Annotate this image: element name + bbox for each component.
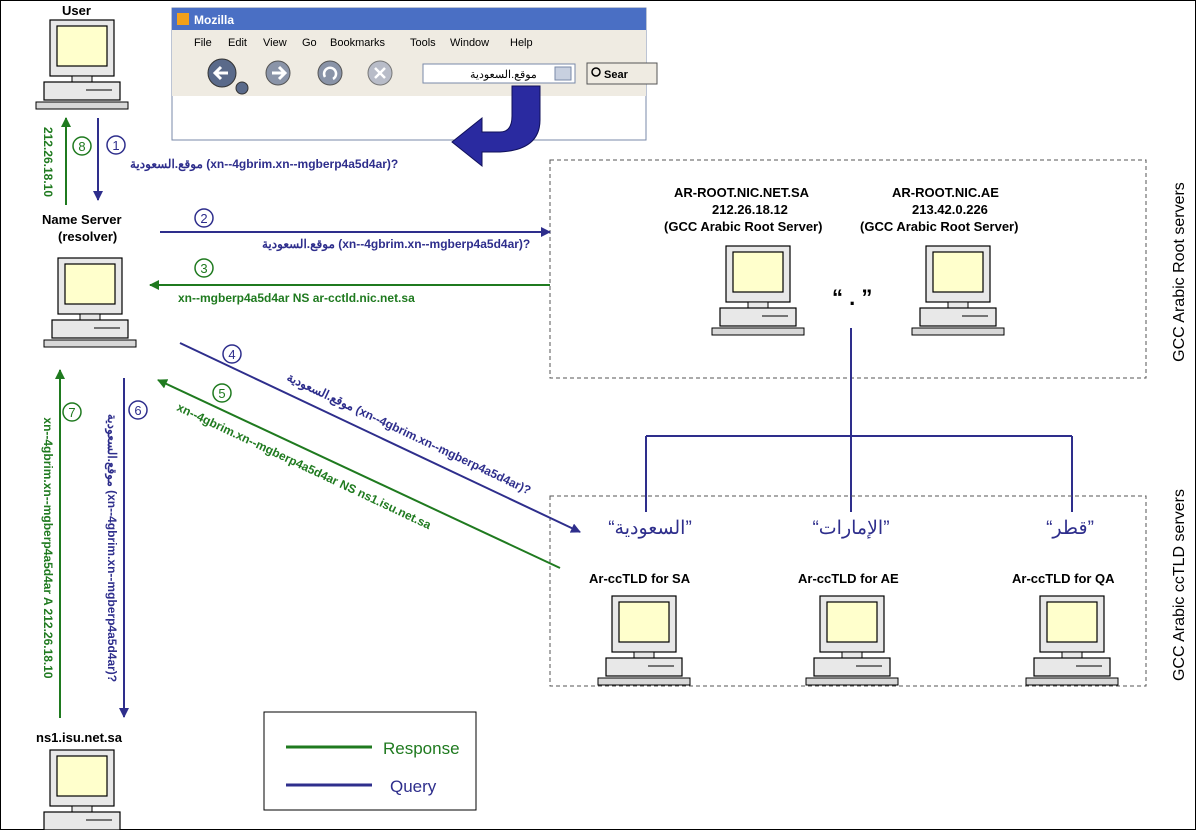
step-1-number: 1 [112,138,119,153]
step-7-number: 7 [68,405,75,420]
step-3-text: xn--mgberp4a5d4ar NS ar-cctld.nic.net.sa [178,291,415,305]
legend-response-label: Response [383,739,460,758]
root-sa-name: AR-ROOT.NIC.NET.SA [674,185,810,200]
step-8-text: 212.26.18.10 [41,127,55,197]
step-8-number: 8 [78,139,85,154]
browser-window: Mozilla File Edit View Go Bookmarks Tool… [171,7,658,141]
root-servers-label: GCC Arabic Root servers [1171,182,1188,362]
user-computer-icon [35,19,129,110]
cctld-servers-label: GCC Arabic ccTLD servers [1171,489,1188,681]
step-5-badge [212,383,232,403]
dns-tree-lines [645,328,1073,512]
address-dropdown-icon[interactable] [554,66,572,81]
root-servers-group [549,159,1147,379]
tld-sa-name: Ar-ccTLD for SA [589,571,691,586]
tld-sa-label: “السعودية” [608,518,692,539]
step-3-badge [194,258,214,278]
step-6-badge [128,400,148,420]
step-4-number: 4 [228,347,235,362]
tld-qa-label: “قطر” [1046,518,1094,539]
address-text: موقع.السعودية [470,69,537,81]
search-icon [591,67,601,77]
menu-item-view[interactable]: View [263,37,287,49]
address-bar[interactable] [422,63,576,84]
root-dot-label: “ . ” [832,285,872,310]
step-5-number: 5 [218,386,225,401]
step-8-badge [72,136,92,156]
cctld-servers-group [549,495,1147,687]
root-ae-name: AR-ROOT.NIC.AE [892,185,999,200]
root-sa-desc: (GCC Arabic Root Server) [664,219,822,234]
tld-ae-name: Ar-ccTLD for AE [798,571,899,586]
name-server-sublabel: (resolver) [58,229,117,244]
menu-item-file[interactable]: File [194,37,212,49]
root-ae-ip: 213.42.0.226 [912,202,988,217]
tld-ae-label: “الإمارات” [812,518,889,539]
step-2-number: 2 [200,211,207,226]
root-ae-desc: (GCC Arabic Root Server) [860,219,1018,234]
reload-button[interactable] [317,60,343,86]
menu-item-edit[interactable]: Edit [228,37,247,49]
step-6-number: 6 [134,403,141,418]
tld-sa-computer-icon [597,595,691,686]
step-1-text: موقع.السعودية (xn--4gbrim.xn--mgberp4a5d… [130,157,398,172]
step-3-number: 3 [200,261,207,276]
forward-button[interactable] [265,60,291,86]
legend-query-label: Query [390,777,437,796]
menu-item-tools[interactable]: Tools [410,37,436,49]
step-7-text: xn--4gbrim.xn--mgberp4a5d4ar A 212.26.18… [41,417,55,679]
menu-item-help[interactable]: Help [510,37,533,49]
browser-menubar: File Edit View Go Bookmarks Tools Window… [194,37,533,49]
user-label: User [62,3,91,18]
ns1-computer-icon [35,749,129,830]
step-5-arrow [157,379,561,569]
name-server-computer-icon [43,257,137,348]
tld-ae-computer-icon [805,595,899,686]
stop-button[interactable] [367,60,393,86]
name-server-label: Name Server [42,212,122,227]
ns1-label: ns1.isu.net.sa [36,730,123,745]
menu-item-go[interactable]: Go [302,37,317,49]
address-entry-arrow [451,85,541,168]
root-sa-computer-icon [711,245,805,336]
back-dropdown-icon[interactable] [235,81,249,95]
step-2-text: موقع.السعودية (xn--4gbrim.xn--mgberp4a5d… [262,237,530,252]
tld-qa-computer-icon [1025,595,1119,686]
mozilla-icon [177,13,189,25]
menu-item-bookmarks[interactable]: Bookmarks [330,37,386,49]
step-4-arrow [179,342,581,533]
browser-title: Mozilla [194,13,234,27]
search-label: Sear [604,69,629,81]
browser-titlebar [172,8,646,30]
menu-item-window[interactable]: Window [450,37,489,49]
root-ae-computer-icon [911,245,1005,336]
legend-box [263,711,477,811]
step-7-badge [62,402,82,422]
step-2-badge [194,208,214,228]
step-4-badge [222,344,242,364]
step-1-badge [106,135,126,155]
root-sa-ip: 212.26.18.12 [712,202,788,217]
tld-qa-name: Ar-ccTLD for QA [1012,571,1115,586]
search-button[interactable] [586,62,658,85]
back-button[interactable] [207,58,237,88]
step-6-text: موقع.السعودية (xn--4gbrim.xn--mgberp4a5d… [104,414,119,682]
